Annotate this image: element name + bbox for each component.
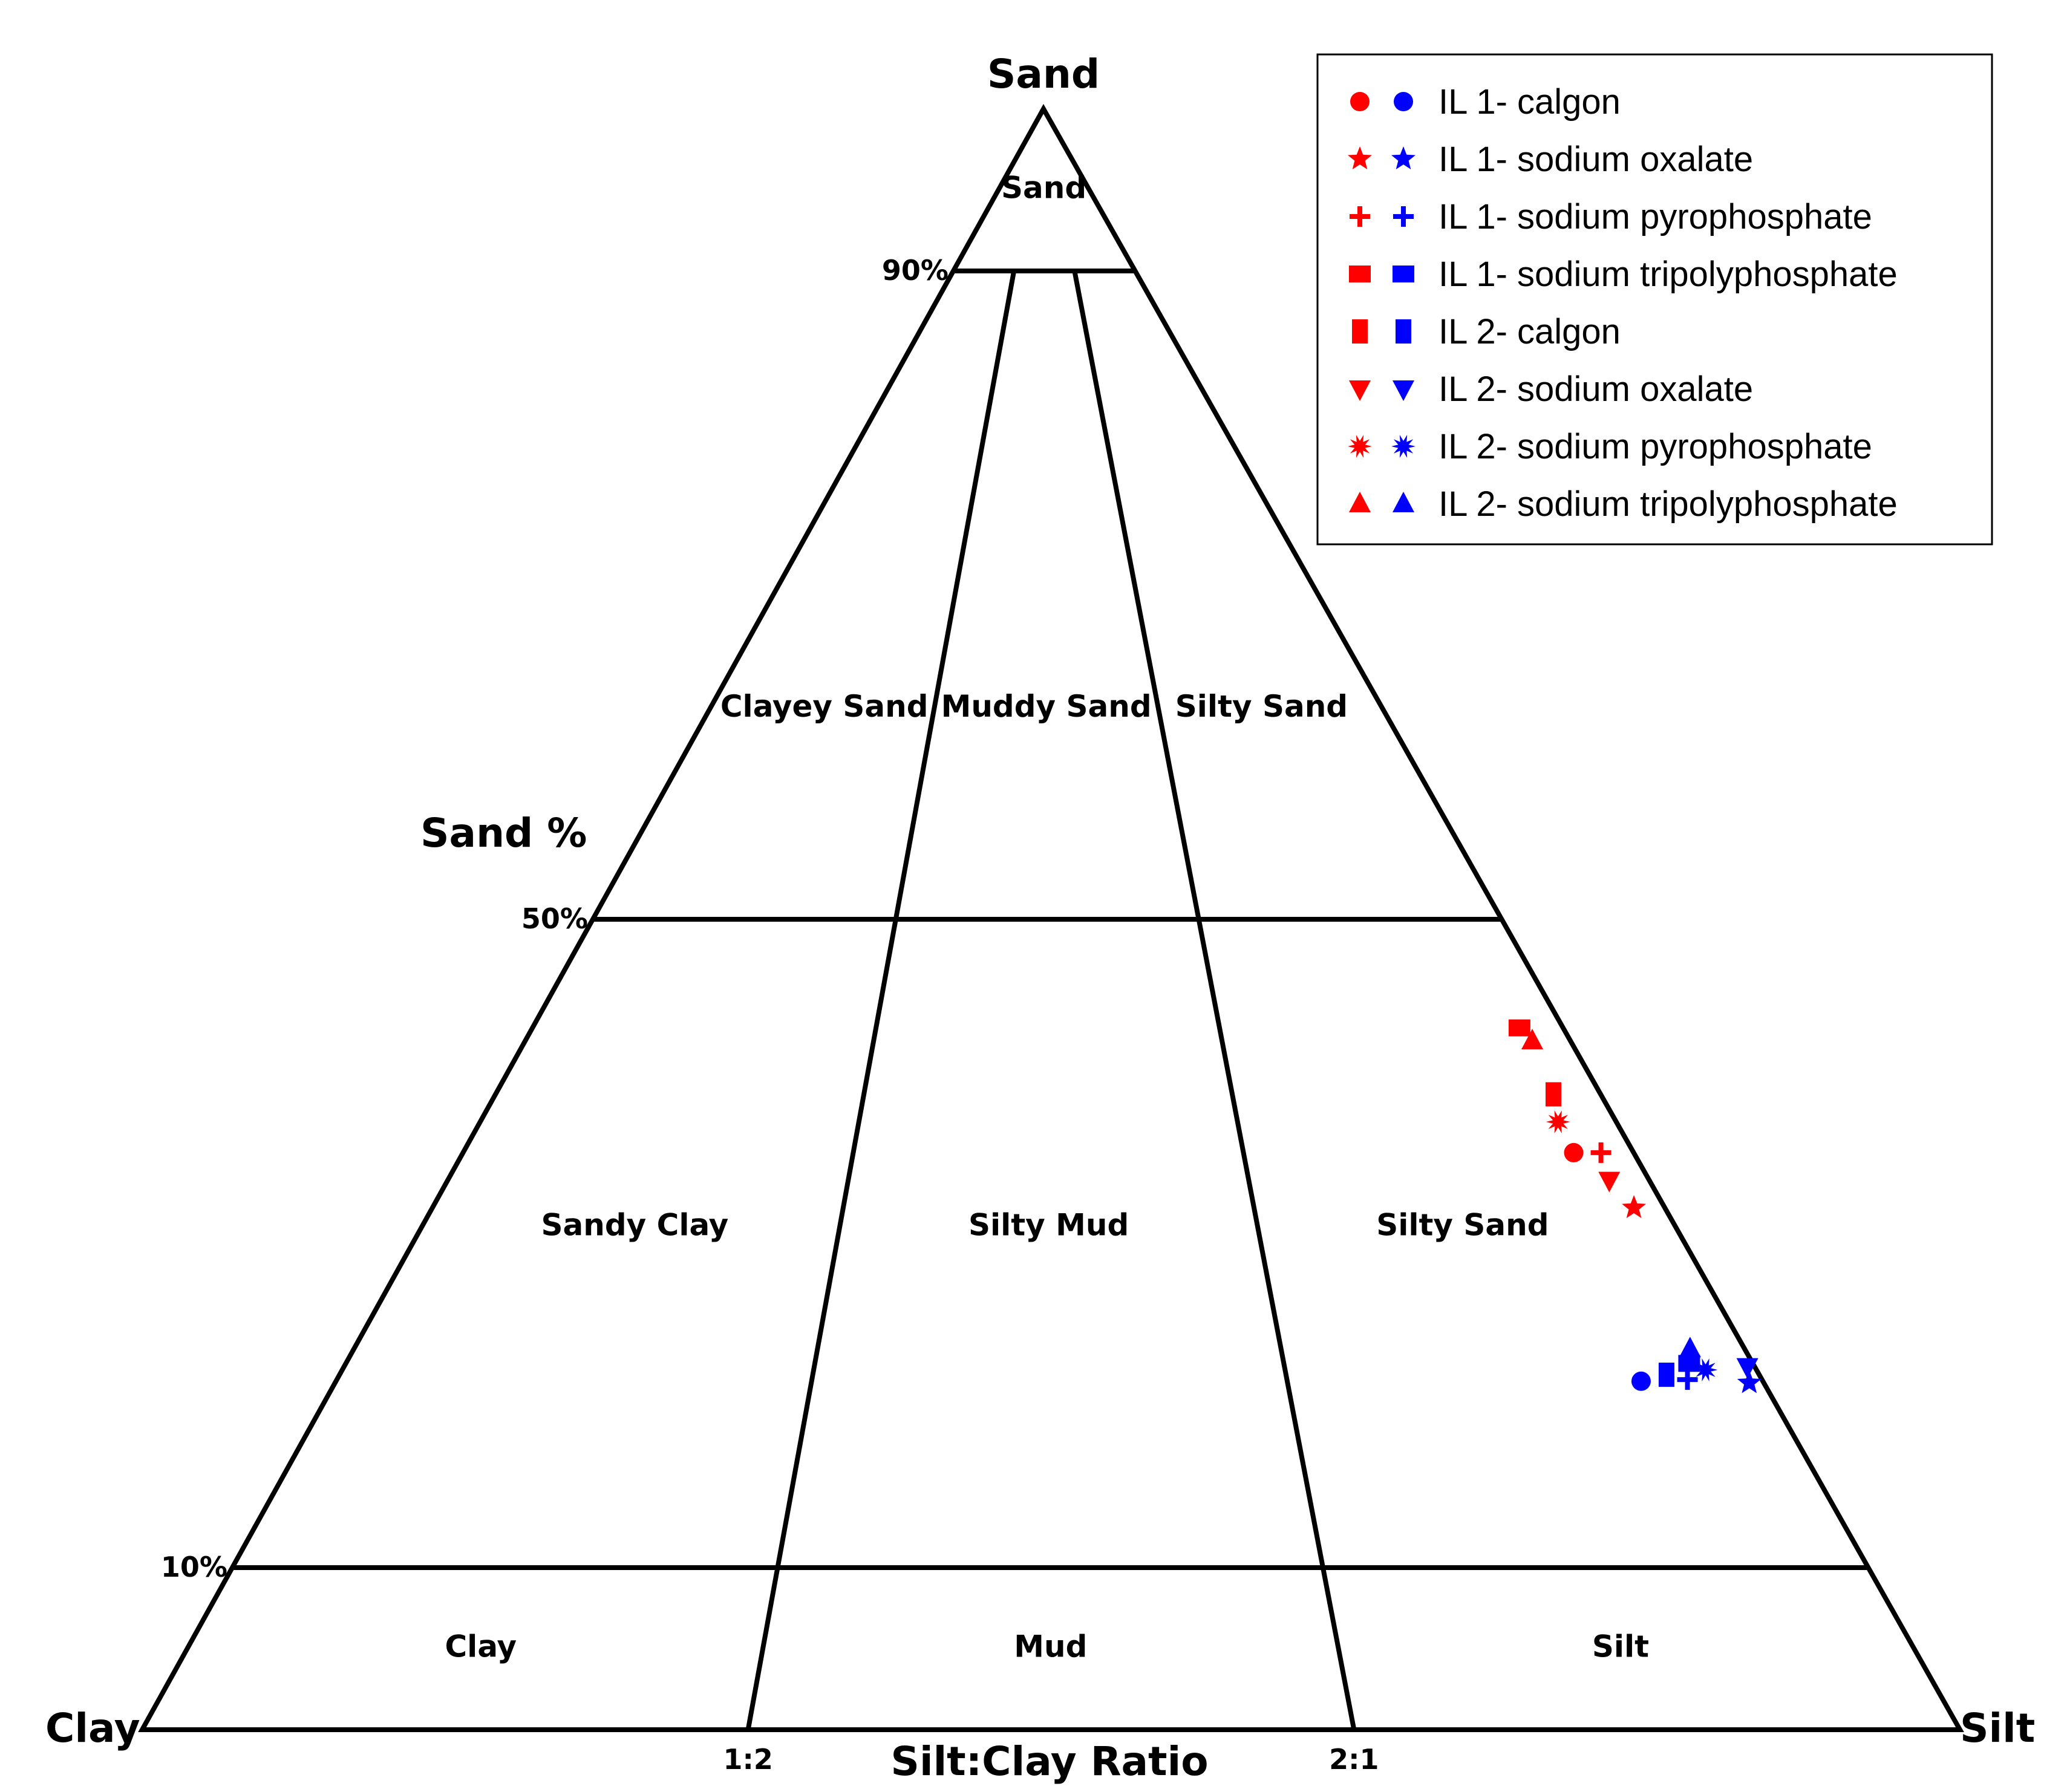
data-point-blue-tall-rect xyxy=(1658,1363,1674,1387)
ratio-line-1-2 xyxy=(745,270,1017,1730)
legend-box xyxy=(1316,53,1993,546)
vertex-label-silt: Silt xyxy=(1960,1705,2035,1751)
legend-marker-blue-cross xyxy=(1393,206,1414,227)
field-label: Sand xyxy=(1001,171,1086,206)
legend-marker-red-circle xyxy=(1350,92,1370,111)
legend-entry-label: IL 1- sodium tripolyphosphate xyxy=(1438,255,1898,294)
field-label: Mud xyxy=(1014,1629,1087,1664)
data-point-red-triangle-down xyxy=(1598,1171,1621,1193)
legend-entry-label: IL 1- calgon xyxy=(1438,82,1621,122)
legend: IL 1- calgon IL 1- sodium oxalate IL 1- so… xyxy=(1316,53,1993,546)
data-point-blue-triangle-up xyxy=(1679,1337,1701,1358)
field-label: Clayey Sand xyxy=(720,689,929,724)
legend-marker-red-cross xyxy=(1350,206,1370,227)
field-label: Sandy Clay xyxy=(541,1208,729,1243)
vertex-label-clay: Clay xyxy=(45,1705,140,1751)
field-label: Silty Sand xyxy=(1175,689,1348,724)
data-point-blue-circle xyxy=(1631,1371,1651,1391)
legend-marker-red-star xyxy=(1348,146,1372,169)
sand-tick-label: 50% xyxy=(521,902,588,935)
data-point-blue-triangle-down xyxy=(1736,1358,1758,1379)
data-point-red-star xyxy=(1622,1195,1647,1218)
chart-boundaries xyxy=(138,103,1964,1732)
sand-tick-label: 10% xyxy=(161,1551,227,1583)
legend-marker-red-triangle-up xyxy=(1349,492,1371,512)
data-point-blue-cross xyxy=(1677,1369,1698,1390)
data-point-red-square xyxy=(1508,1019,1530,1037)
legend-marker-red-burst xyxy=(1348,435,1372,458)
ratio-axis-title: Silt:Clay Ratio xyxy=(890,1738,1208,1785)
data-point-blue-star xyxy=(1737,1370,1762,1393)
field-label: Muddy Sand xyxy=(941,689,1152,724)
field-label: Silty Mud xyxy=(968,1208,1129,1243)
legend-marker-blue-burst xyxy=(1391,435,1416,458)
legend-marker-red-tall-rect xyxy=(1352,319,1368,344)
legend-marker-blue-circle xyxy=(1394,92,1413,111)
data-point-red-triangle-up xyxy=(1521,1029,1544,1049)
field-label: Silty Sand xyxy=(1376,1208,1549,1243)
ratio-line-2-1 xyxy=(1072,270,1357,1730)
legend-entry-label: IL 2- sodium tripolyphosphate xyxy=(1438,484,1898,524)
data-points xyxy=(1508,1019,1762,1393)
data-point-red-tall-rect xyxy=(1545,1082,1561,1107)
legend-entry-label: IL 2- calgon xyxy=(1438,312,1621,351)
field-label: Silt xyxy=(1592,1629,1649,1664)
legend-entry-label: IL 2- sodium pyrophosphate xyxy=(1438,427,1872,466)
ratio-tick-label: 1:2 xyxy=(723,1743,772,1776)
data-point-blue-burst xyxy=(1693,1358,1718,1382)
legend-marker-blue-tall-rect xyxy=(1396,319,1411,344)
ratio-tick-label: 2:1 xyxy=(1329,1743,1379,1776)
legend-marker-blue-square xyxy=(1393,266,1414,282)
legend-entry-label: IL 2- sodium oxalate xyxy=(1438,370,1753,409)
sand-axis-title: Sand % xyxy=(420,810,587,856)
legend-marker-blue-star xyxy=(1391,146,1416,169)
legend-marker-red-square xyxy=(1349,266,1371,282)
tick-labels: 90% 50% 10% 1:2 2:1 xyxy=(161,254,1379,1776)
sand-tick-label: 90% xyxy=(882,254,949,287)
legend-marker-red-triangle-down xyxy=(1349,380,1371,401)
data-point-red-cross xyxy=(1590,1142,1611,1163)
legend-marker-blue-triangle-down xyxy=(1393,380,1414,401)
legend-entry-label: IL 1- sodium oxalate xyxy=(1438,140,1753,179)
data-point-red-circle xyxy=(1564,1142,1584,1162)
data-point-red-burst xyxy=(1546,1110,1570,1133)
vertex-label-sand: Sand xyxy=(987,51,1100,97)
legend-entry-label: IL 1- sodium pyrophosphate xyxy=(1438,197,1872,236)
legend-marker-blue-triangle-up xyxy=(1393,492,1414,512)
field-label: Clay xyxy=(445,1629,517,1664)
